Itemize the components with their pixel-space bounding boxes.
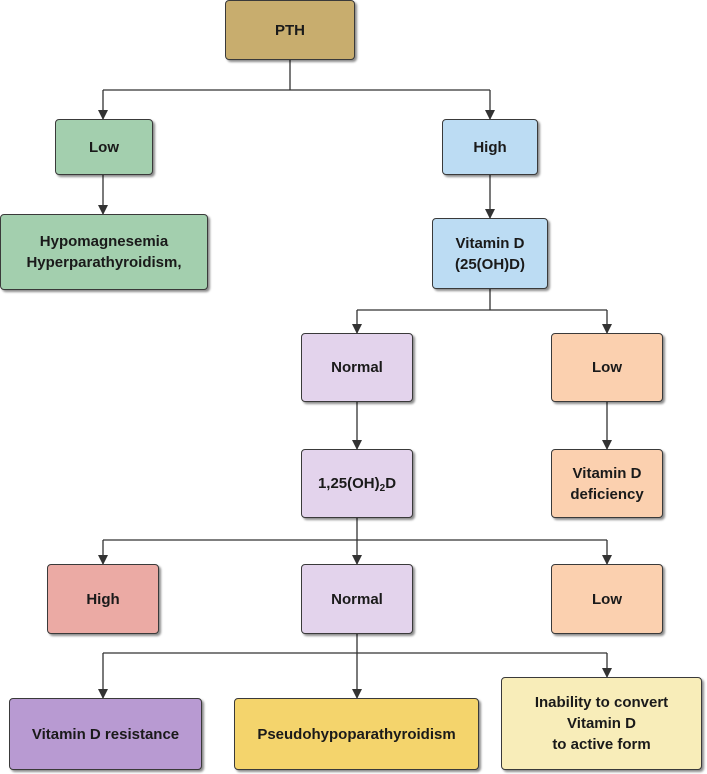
vitamin-d-normal-label: Normal — [331, 359, 383, 376]
calcitriol-label: 1,25(OH)2D — [318, 473, 396, 494]
pseudohypoparathyroidism-node: Pseudohypoparathyroidism — [234, 698, 479, 770]
vitamin-d-25oh-label: (25(OH)D) — [455, 255, 525, 273]
pseudohypoparathyroidism-label: Pseudohypoparathyroidism — [257, 725, 456, 743]
calcitriol-normal-label: Normal — [331, 590, 383, 608]
pth-node: PTH — [225, 0, 355, 60]
inability-line3: to active form — [552, 736, 651, 753]
inability-line2: Vitamin D — [567, 715, 636, 732]
pth-high-node: High — [442, 119, 538, 175]
vitamin-d-deficiency-line1: Vitamin D — [572, 464, 642, 482]
inability-to-convert-node: Inability to convert Vitamin D to active… — [501, 677, 702, 770]
vitamin-d-resistance-node: Vitamin D resistance — [9, 698, 202, 770]
vitamin-d-normal-node: Normal — [301, 333, 413, 402]
calcitriol-low-node: Low — [551, 564, 663, 634]
calcitriol-label-main: 1,25(OH) — [317, 475, 380, 492]
vitamin-d-resistance-label: Vitamin D resistance — [31, 725, 180, 743]
hypomagnesemia-label: Hypomagnesemia — [39, 233, 169, 250]
inability-line1: Inability to convert — [534, 694, 669, 711]
vitamin-d-low-label: Low — [592, 359, 622, 376]
vitamin-d-deficiency-line2: deficiency — [570, 485, 644, 503]
pth-label: PTH — [275, 21, 305, 39]
calcitriol-high-label: High — [86, 590, 120, 608]
vitamin-d-low-node: Low — [551, 333, 663, 402]
vitamin-d-label: Vitamin D — [455, 234, 525, 252]
calcitriol-low-label: Low — [592, 590, 622, 608]
pth-high-label: High — [473, 138, 507, 156]
calcitriol-subscript: 2 — [379, 483, 386, 494]
pth-low-node: Low — [55, 119, 153, 175]
pth-low-label: Low — [89, 138, 119, 156]
vitamin-d-node: Vitamin D (25(OH)D) — [432, 218, 548, 289]
calcitriol-node: 1,25(OH)2D — [301, 449, 413, 518]
hyperparathyroidism-label: Hyperparathyroidism, — [26, 254, 182, 271]
calcitriol-normal-node: Normal — [301, 564, 413, 634]
calcitriol-label-suffix: D — [385, 475, 397, 492]
vitamin-d-deficiency-node: Vitamin D deficiency — [551, 449, 663, 518]
hypomagnesemia-node: Hypomagnesemia Hyperparathyroidism, — [0, 214, 208, 290]
calcitriol-high-node: High — [47, 564, 159, 634]
